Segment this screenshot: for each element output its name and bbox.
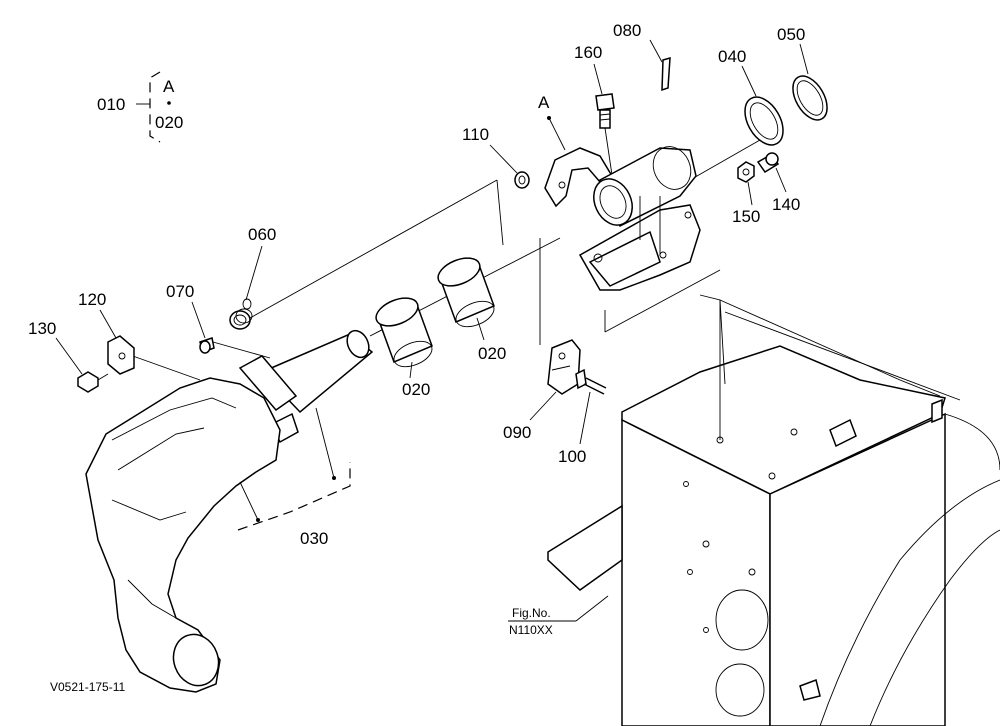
- part-130-bolt[interactable]: 130: [28, 319, 109, 393]
- part-120-plate[interactable]: 120: [78, 290, 135, 375]
- part-110-nut[interactable]: 110: [462, 125, 530, 189]
- label-150: 150: [732, 207, 760, 226]
- label-030: 030: [300, 529, 328, 548]
- chassis-frame: [547, 294, 1000, 726]
- label-020-lower: 020: [402, 380, 430, 399]
- group-reference: 010 A 020: [97, 71, 183, 143]
- drawing-code: V0521-175-11: [50, 680, 125, 694]
- fig-ref-line2: N110XX: [509, 623, 553, 637]
- label-020-upper: 020: [478, 344, 506, 363]
- part-060-spring[interactable]: 060: [229, 225, 276, 330]
- label-050: 050: [777, 25, 805, 44]
- label-group-a: A: [163, 77, 175, 96]
- label-100: 100: [558, 447, 586, 466]
- fig-ref-line1: Fig.No.: [512, 606, 551, 620]
- part-140-bolt[interactable]: 140: [756, 152, 800, 214]
- part-160-bolt[interactable]: 160: [574, 43, 615, 176]
- part-030-lever-assembly[interactable]: 030: [85, 327, 374, 693]
- part-020-bushing-lower[interactable]: 020: [372, 293, 436, 399]
- label-070: 070: [166, 282, 194, 301]
- bracket-assembly-a[interactable]: A: [538, 93, 701, 291]
- figure-reference: Fig.No. N110XX: [508, 595, 609, 637]
- label-010: 010: [97, 95, 125, 114]
- part-070-pin[interactable]: 070: [166, 282, 215, 354]
- part-020-bushing-upper[interactable]: 020: [434, 253, 506, 363]
- label-080: 080: [613, 21, 641, 40]
- label-060: 060: [248, 225, 276, 244]
- label-160: 160: [574, 43, 602, 62]
- part-100-bolt[interactable]: 100: [558, 368, 607, 466]
- label-020-ref: 020: [155, 113, 183, 132]
- label-130: 130: [28, 319, 56, 338]
- part-090-sensor[interactable]: 090: [503, 339, 581, 442]
- label-040: 040: [718, 47, 746, 66]
- label-110: 110: [462, 125, 489, 144]
- label-120: 120: [78, 290, 106, 309]
- part-150-nut[interactable]: 150: [732, 161, 760, 226]
- label-point-a: A: [538, 93, 550, 112]
- label-140: 140: [772, 195, 800, 214]
- part-080-pin[interactable]: 080: [613, 21, 671, 92]
- part-040-seal-ring[interactable]: 040: [718, 47, 791, 152]
- part-050-snap-ring[interactable]: 050: [777, 25, 834, 126]
- label-090: 090: [503, 423, 531, 442]
